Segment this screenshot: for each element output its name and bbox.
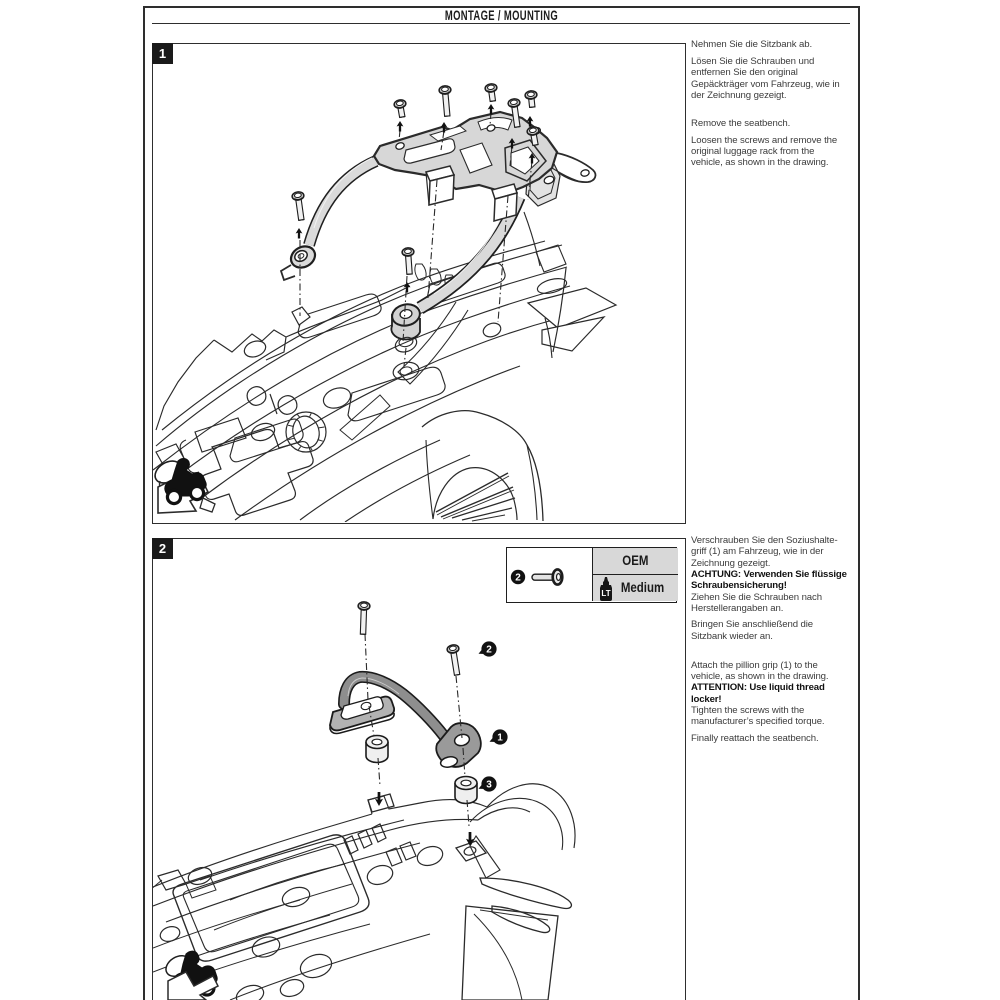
svg-text:3: 3 [486,779,492,790]
svg-text:2: 2 [486,644,492,655]
svg-text:1: 1 [497,732,503,743]
svg-text:LT: LT [601,589,610,598]
svg-text:2: 2 [515,573,521,584]
